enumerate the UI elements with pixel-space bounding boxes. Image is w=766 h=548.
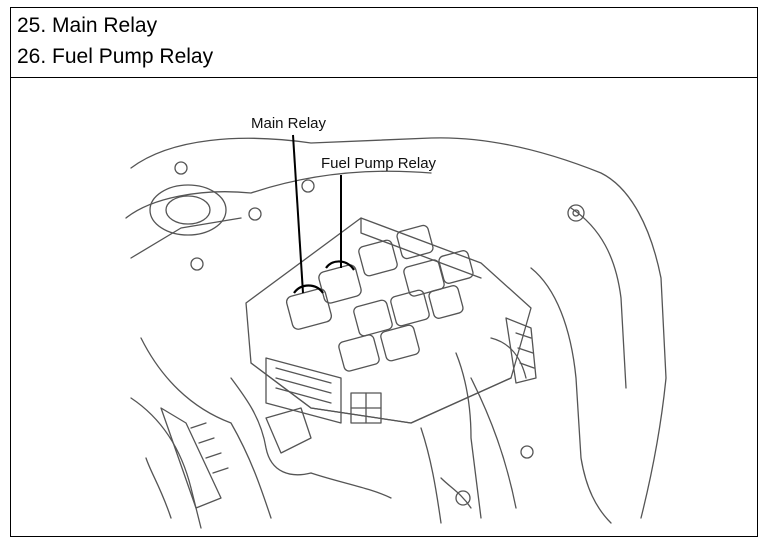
legend-header: 25. Main Relay 26. Fuel Pump Relay <box>11 8 757 78</box>
legend-item-fuel-pump-relay: 26. Fuel Pump Relay <box>17 45 214 68</box>
callout-main-relay: Main Relay <box>251 115 327 132</box>
diagram-frame: 25. Main Relay 26. Fuel Pump Relay <box>10 7 758 537</box>
leader-line-main-relay <box>292 134 304 294</box>
callout-fuel-pump-relay: Fuel Pump Relay <box>321 155 437 172</box>
engine-bay-illustration: Main Relay Fuel Pump Relay <box>11 78 757 536</box>
legend-item-main-relay: 25. Main Relay <box>17 14 158 37</box>
